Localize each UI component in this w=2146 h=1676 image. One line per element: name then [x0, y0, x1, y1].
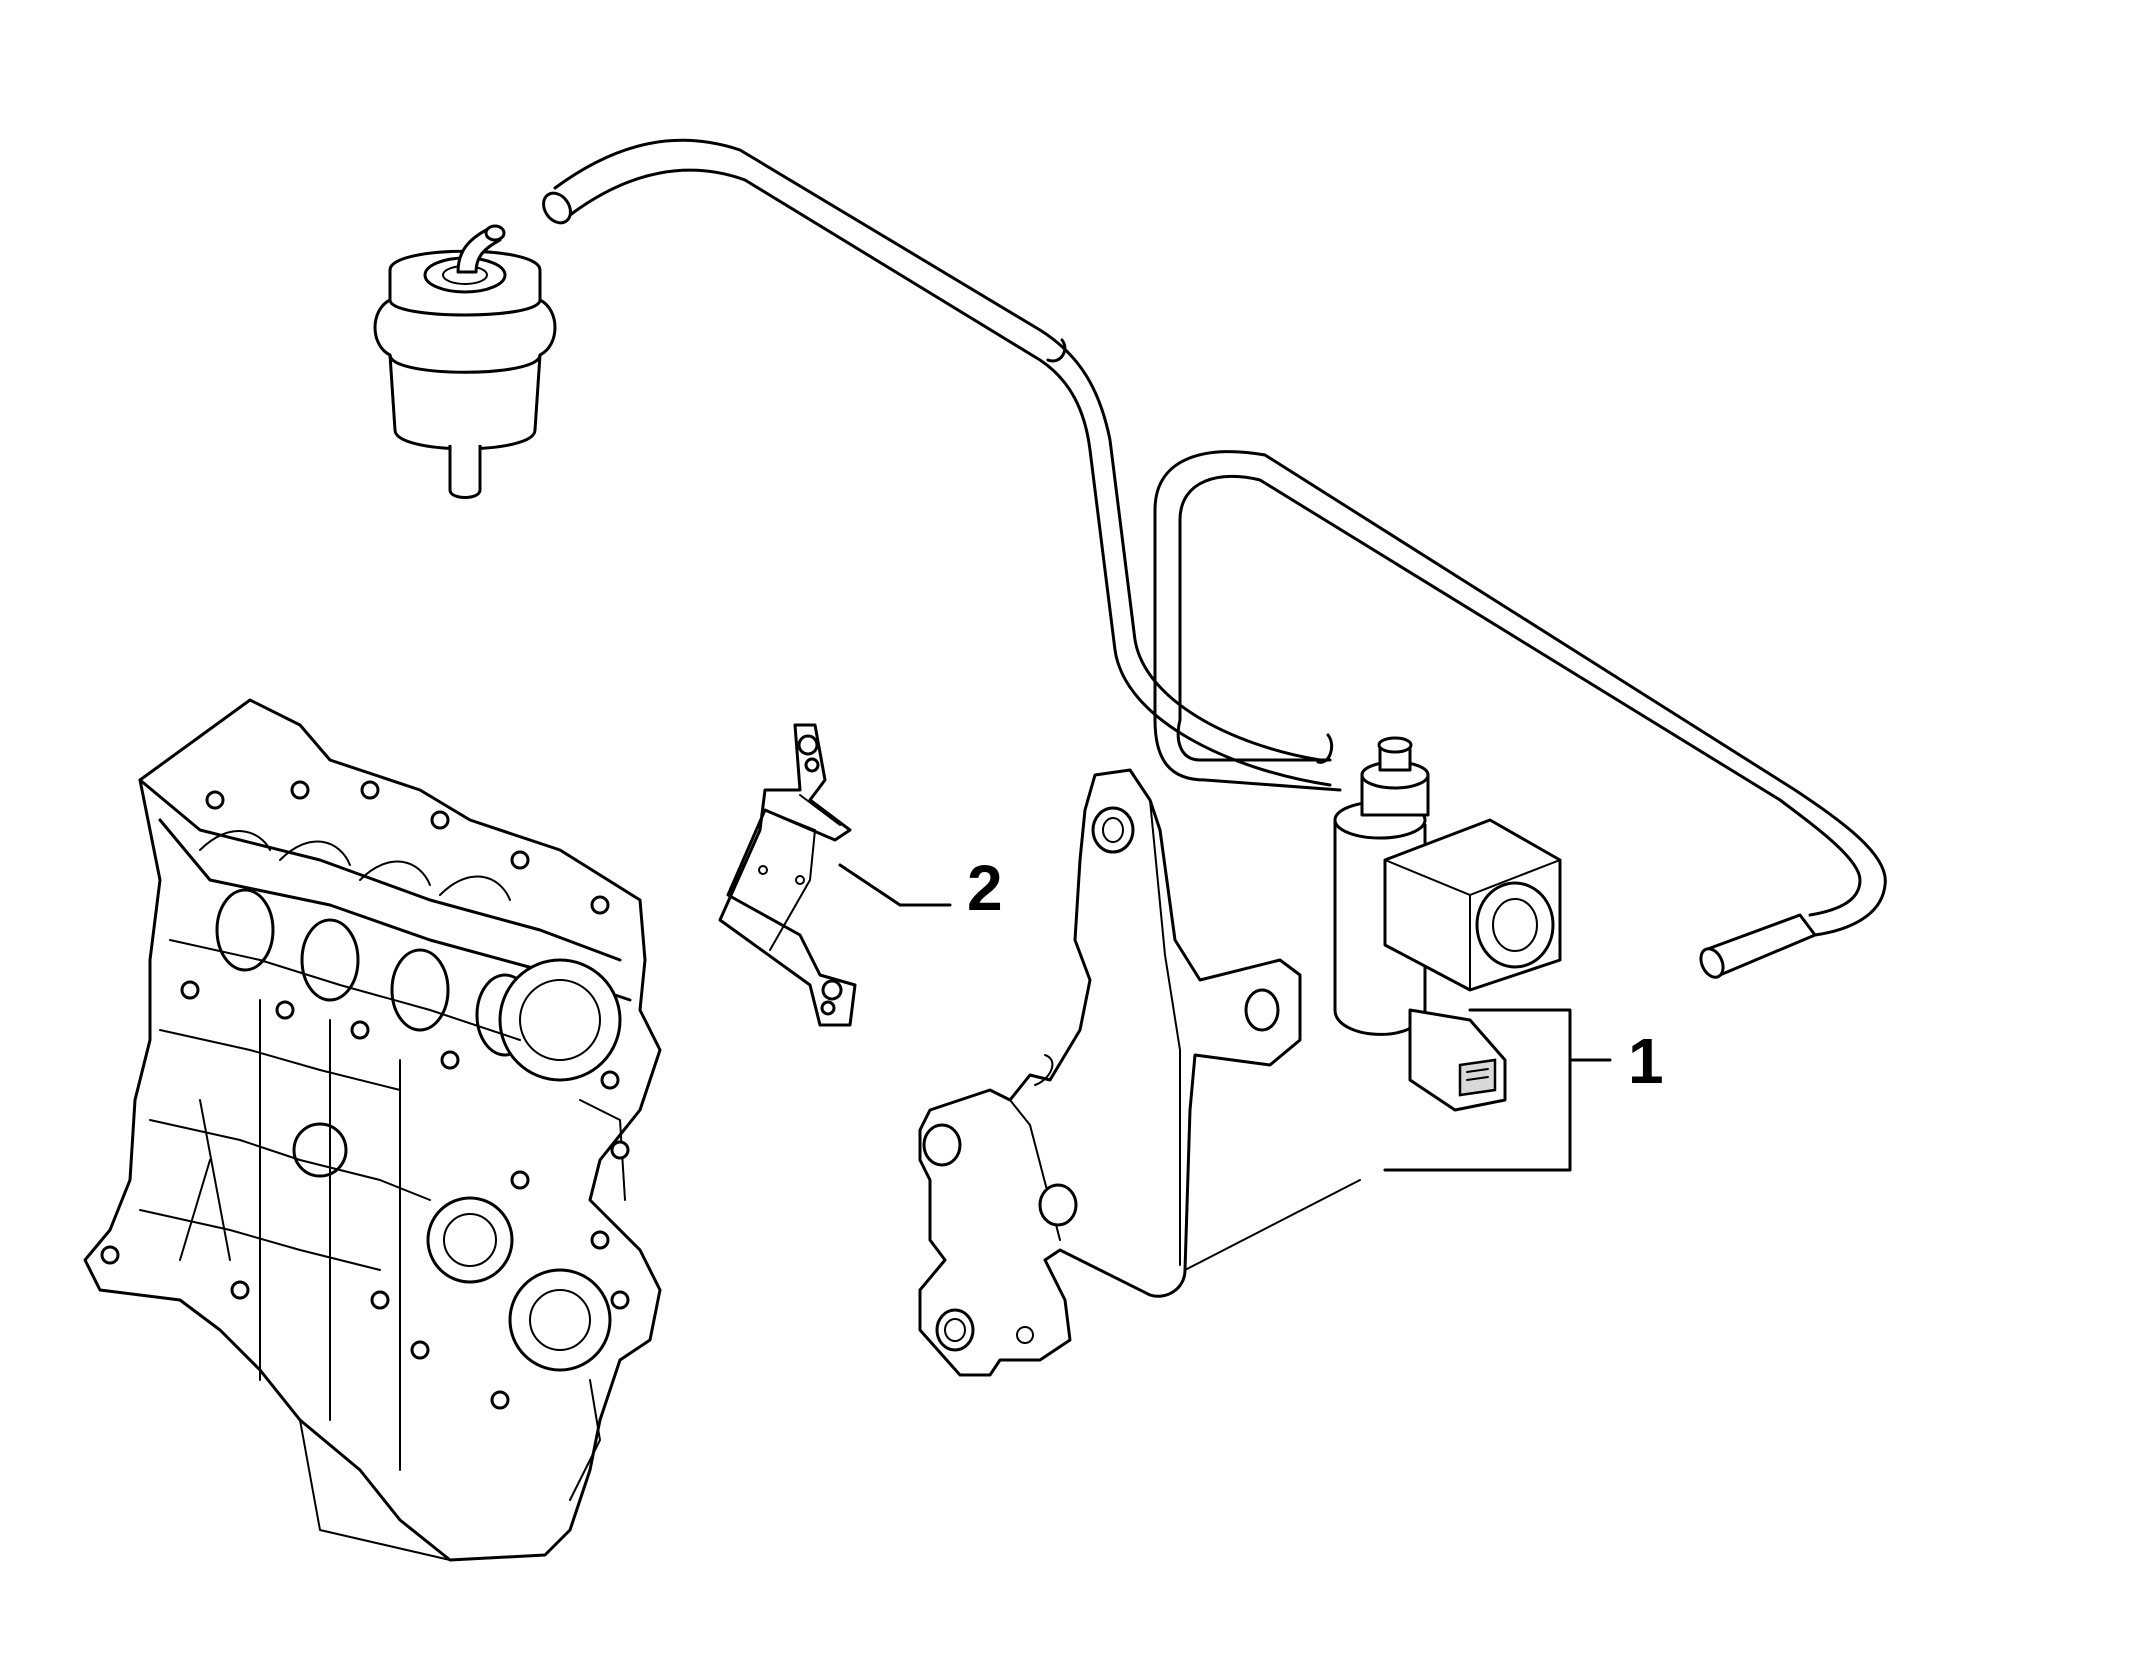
solenoid-valve-icon	[1333, 736, 1562, 1112]
solenoid-valve-bracket-icon	[918, 768, 1361, 1377]
callout-leaders	[838, 863, 1612, 1172]
callout-2: 2	[967, 852, 1003, 924]
vacuum-canister-icon	[373, 224, 557, 499]
engine-block-icon	[83, 698, 662, 1562]
callout-1: 1	[1628, 1025, 1664, 1097]
bracket-icon	[718, 723, 857, 1027]
vacuum-hose-icon	[542, 138, 1887, 979]
